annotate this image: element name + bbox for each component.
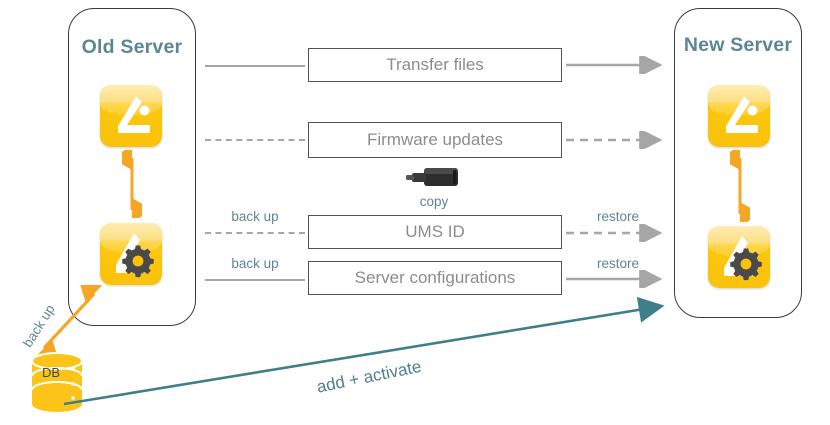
flow-right-arrow-firmware-updates [566, 131, 663, 149]
add-activate-arrow [63, 296, 665, 406]
database-cylinder-icon [31, 352, 83, 412]
flow-right-caption-ums-id: restore [596, 209, 640, 224]
db-backup-arrow [35, 285, 103, 360]
igel-glyph [726, 96, 758, 133]
ums-admin-icon-old [100, 223, 162, 285]
usb-stick-icon [406, 168, 458, 186]
flow-left-caption-server-configurations: back up [231, 256, 279, 271]
flow-box-server-configurations[interactable]: Server configurations [308, 261, 562, 295]
flow-left-line-server-configurations [205, 279, 305, 281]
flow-box-firmware-updates[interactable]: Firmware updates [308, 122, 562, 158]
flow-box-transfer-files[interactable]: Transfer files [308, 48, 562, 82]
old-server-title: Old Server [81, 36, 183, 58]
flow-right-caption-server-configurations: restore [596, 256, 640, 271]
flow-right-arrow-server-configurations [566, 270, 663, 288]
flow-left-caption-ums-id: back up [231, 209, 279, 224]
flow-left-line-transfer-files [205, 65, 305, 67]
flow-right-arrow-transfer-files [566, 56, 663, 74]
igel-gear-glyph [116, 233, 154, 278]
usb-copy-caption: copy [419, 194, 449, 209]
flow-left-line-ums-id [205, 232, 305, 234]
database-label: DB [41, 365, 61, 380]
old-server-internal-arrow [122, 150, 142, 218]
new-server-internal-arrow [730, 150, 750, 222]
igel-gear-glyph [724, 236, 762, 281]
ums-console-icon-new [708, 85, 770, 147]
igel-glyph [118, 96, 150, 133]
new-server-title: New Server [683, 34, 793, 56]
flow-box-ums-id[interactable]: UMS ID [308, 215, 562, 249]
ums-admin-icon-new [708, 226, 770, 288]
ums-console-icon-old [100, 85, 162, 147]
flow-right-arrow-ums-id [566, 224, 663, 242]
flow-left-line-firmware-updates [205, 139, 305, 141]
